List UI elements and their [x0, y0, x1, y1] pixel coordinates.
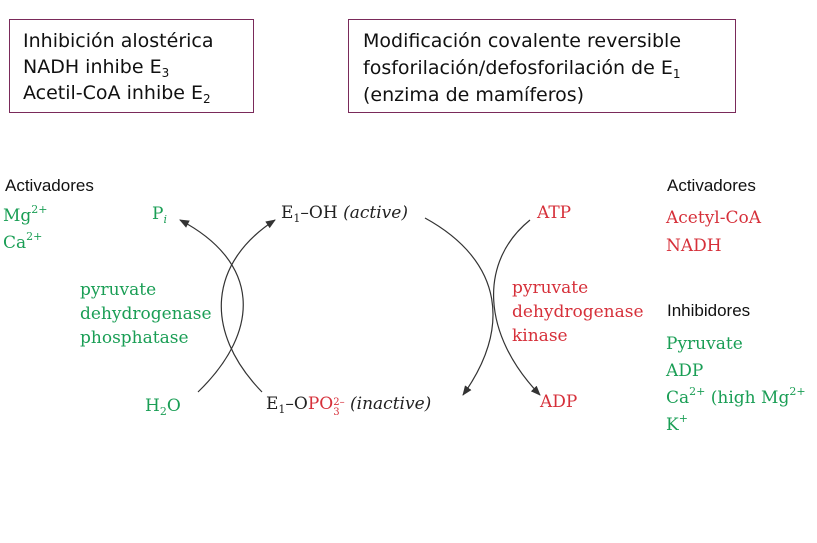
- kinase-arc-arrow: [492, 219, 541, 396]
- mammalian-enzyme-note: (enzima de mamíferos): [363, 84, 585, 106]
- allosteric-title: Inhibición alostérica: [23, 30, 214, 52]
- kinase-activators-list: Acetyl-CoA NADH: [666, 204, 761, 260]
- inhibitor-k: K+: [666, 412, 688, 435]
- pdh-kinase-label: pyruvate dehydrogenase kinase: [512, 278, 644, 346]
- covalent-title: Modificación covalente reversible: [363, 30, 682, 52]
- adp-product: ADP: [540, 392, 578, 412]
- phospho-dephospho-e1: fosforilación/defosforilación de E1: [363, 57, 681, 81]
- inhibitor-pyruvate: Pyruvate: [666, 334, 743, 354]
- activator-acetyl-coa: Acetyl-CoA: [666, 208, 761, 228]
- allosteric-inhibition-box: Inhibición alostérica NADH inhibe E3 Ace…: [9, 19, 254, 113]
- phosphatase-arc-arrow: [179, 219, 244, 393]
- acetylcoa-inhibits-e2: Acetil-CoA inhibe E2: [23, 82, 211, 106]
- water-reactant: H2O: [145, 396, 181, 418]
- pdh-phosphatase-label: pyruvate dehydrogenase phosphatase: [80, 280, 212, 348]
- kinase-inhibitors-list: Pyruvate ADP Ca2+ (high Mg2+ K+: [666, 331, 806, 439]
- inhibitor-adp: ADP: [666, 361, 704, 381]
- inorganic-phosphate: Pi: [152, 204, 167, 226]
- atp-reactant: ATP: [537, 203, 572, 223]
- inhibitors-heading: Inhibidores: [667, 301, 751, 320]
- activator-nadh: NADH: [666, 236, 722, 256]
- left-activators-heading: Activadores: [5, 176, 94, 195]
- covalent-modification-box: Modificación covalente reversible fosfor…: [348, 19, 736, 113]
- e1-active-form: E1–OH (active): [281, 203, 408, 225]
- inhibitor-ca2: Ca2+ (high Mg2+: [666, 385, 806, 408]
- dephosphorylation-arc-arrow: [220, 219, 276, 393]
- phosphorylation-arc-arrow: [424, 217, 494, 396]
- nadh-inhibits-e3: NADH inhibe E3: [23, 56, 170, 80]
- mg2-activator: Mg2+: [3, 203, 48, 226]
- ca2-activator: Ca2+: [3, 230, 43, 253]
- right-activators-heading: Activadores: [667, 176, 756, 195]
